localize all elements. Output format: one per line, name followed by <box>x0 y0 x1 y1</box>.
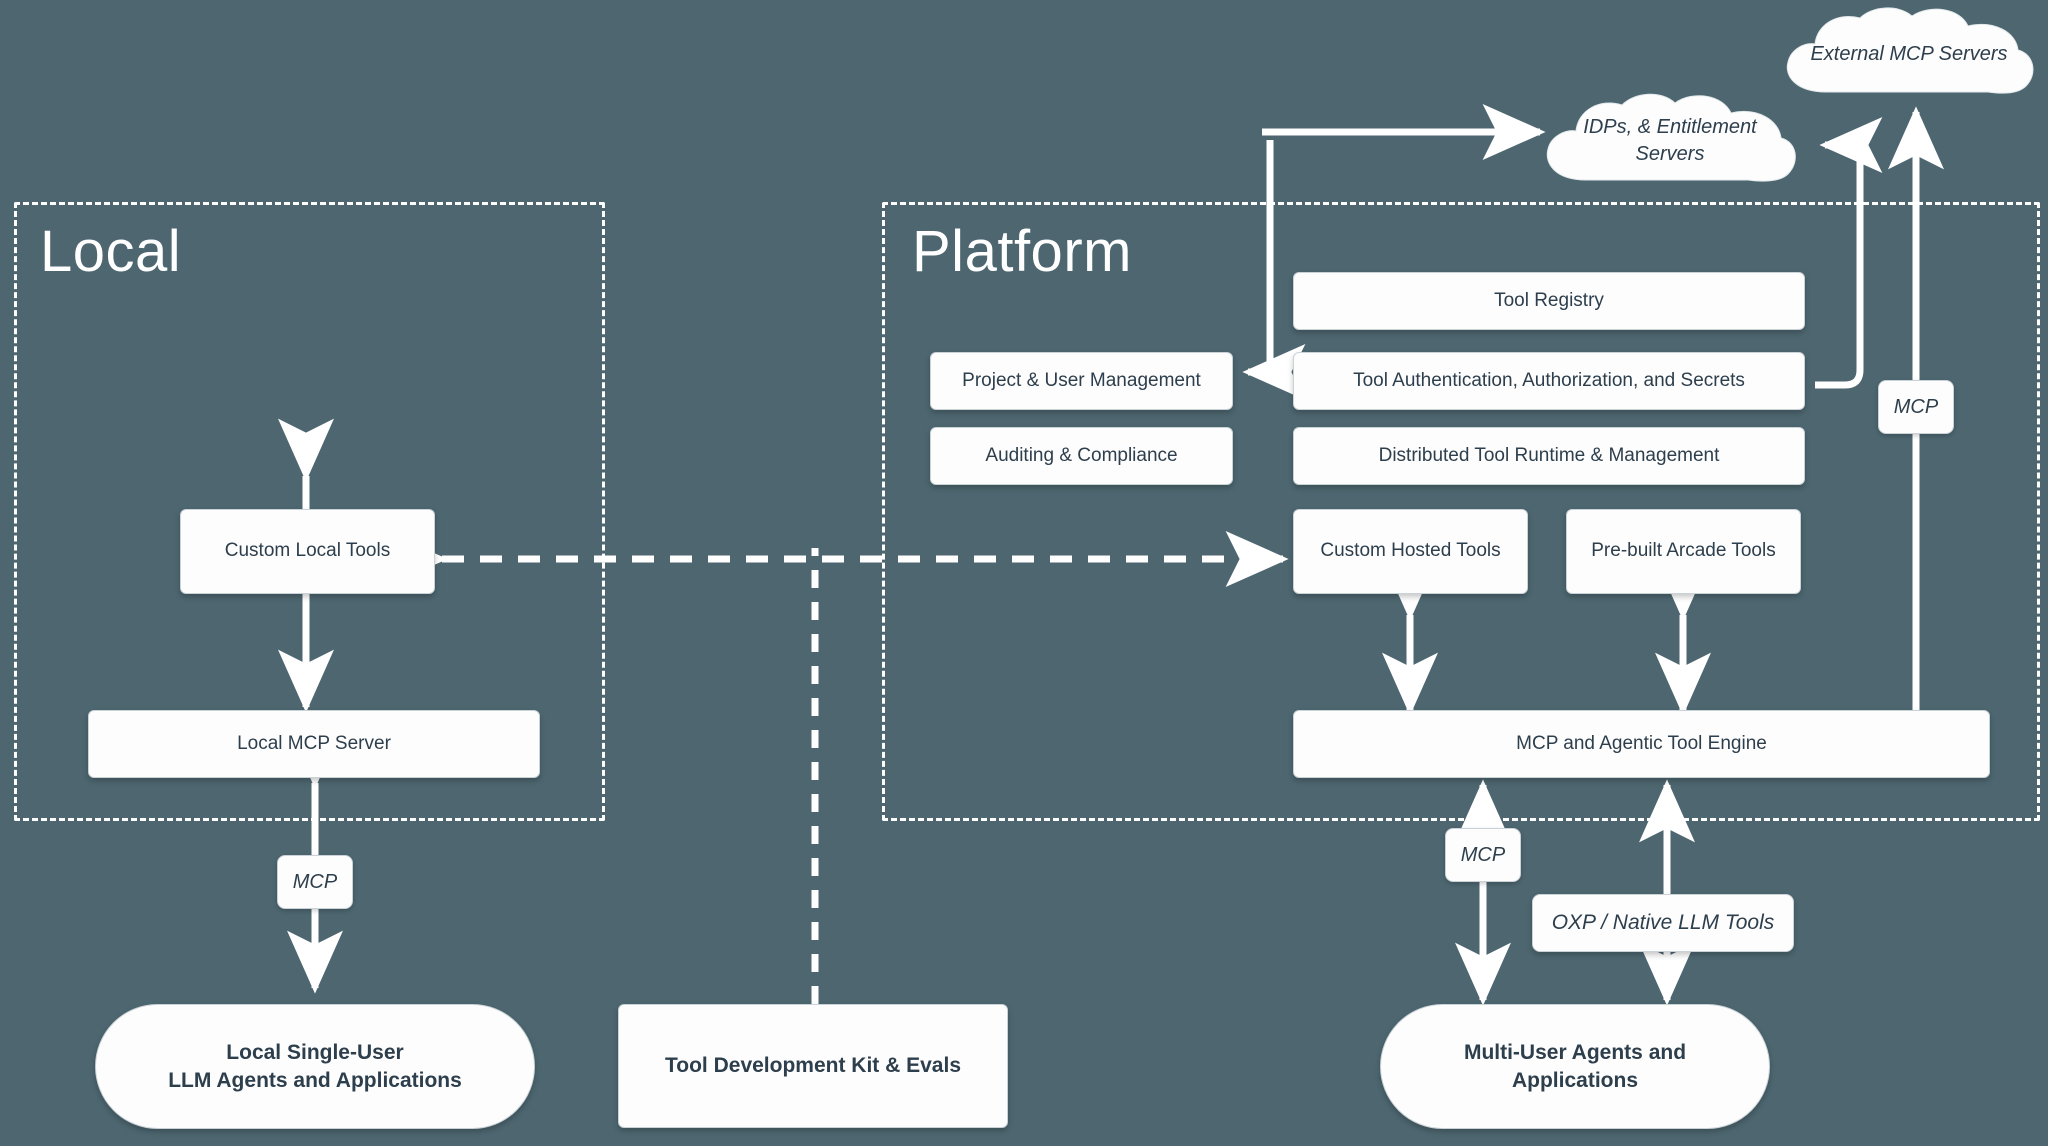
node-mcp-agentic-tool-engine[interactable]: MCP and Agentic Tool Engine <box>1293 710 1990 778</box>
platform-agents-line1: Multi-User Agents and <box>1463 1041 1687 1065</box>
node-custom-local-tools[interactable]: Custom Local Tools <box>180 509 435 594</box>
node-tool-development-kit[interactable]: Tool Development Kit & Evals <box>618 1004 1008 1128</box>
node-custom-hosted-tools[interactable]: Custom Hosted Tools <box>1293 509 1528 594</box>
cloud-external-mcp-label: External MCP Servers <box>1810 42 2008 65</box>
local-agents-line2: LLM Agents and Applications <box>168 1068 462 1092</box>
cloud-shape-icon <box>1786 7 2034 94</box>
node-multi-user-agents[interactable]: Multi-User Agents and Applications <box>1380 1004 1770 1129</box>
node-local-single-user-agents[interactable]: Local Single-User LLM Agents and Applica… <box>95 1004 535 1129</box>
node-local-mcp-server[interactable]: Local MCP Server <box>88 710 540 778</box>
cloud-external-mcp-servers: External MCP Servers <box>1778 6 2040 102</box>
node-prebuilt-arcade-tools[interactable]: Pre-built Arcade Tools <box>1566 509 1801 594</box>
tag-mcp-agents: MCP <box>1445 828 1521 882</box>
cloud-idps-label: IDPs, & Entitlement Servers <box>1583 116 1757 165</box>
cloud-shape-icon <box>1546 93 1796 182</box>
tag-oxp-native-llm-tools: OXP / Native LLM Tools <box>1532 894 1794 952</box>
tag-mcp-local: MCP <box>277 855 353 909</box>
zone-local <box>14 202 605 821</box>
zone-local-title: Local <box>40 219 182 284</box>
platform-agents-line2: Applications <box>1511 1068 1638 1092</box>
node-auditing-compliance[interactable]: Auditing & Compliance <box>930 427 1233 485</box>
zone-platform-title: Platform <box>912 219 1132 284</box>
node-tool-registry[interactable]: Tool Registry <box>1293 272 1805 330</box>
node-project-user-management[interactable]: Project & User Management <box>930 352 1233 410</box>
tag-mcp-external: MCP <box>1878 380 1954 434</box>
local-agents-line1: Local Single-User <box>226 1041 404 1065</box>
zone-platform <box>882 202 2040 821</box>
cloud-idps-entitlement-servers: IDPs, & Entitlement Servers <box>1540 92 1800 190</box>
node-distributed-tool-runtime[interactable]: Distributed Tool Runtime & Management <box>1293 427 1805 485</box>
node-tool-authentication[interactable]: Tool Authentication, Authorization, and … <box>1293 352 1805 410</box>
